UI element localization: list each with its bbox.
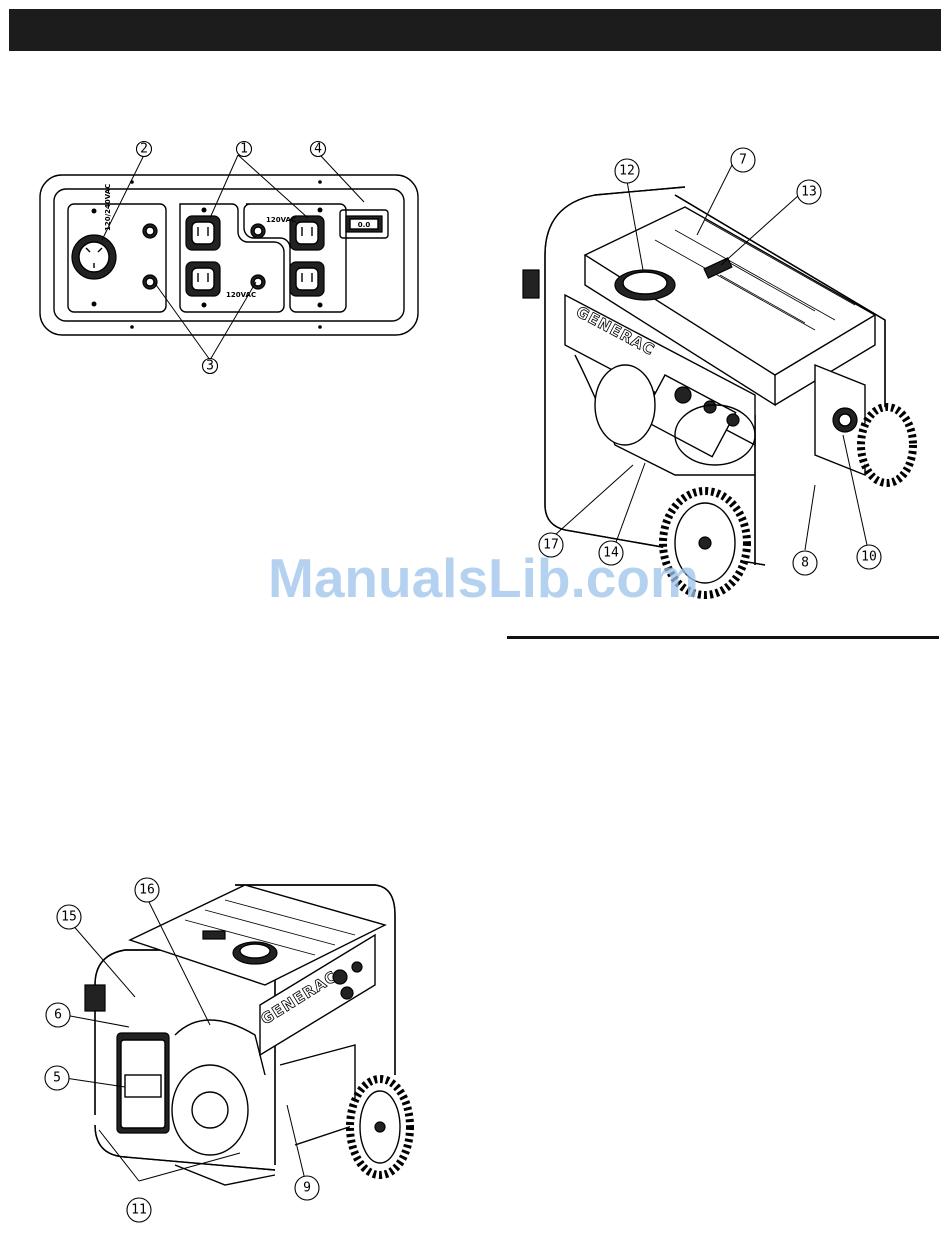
fuel-gauge [203, 931, 225, 939]
svg-text:15: 15 [61, 910, 77, 925]
watermark: ManualsLib.com [268, 546, 699, 610]
svg-text:9: 9 [303, 1181, 311, 1196]
duplex-outlet [186, 262, 220, 296]
callout-12: 12 [615, 159, 639, 183]
callout-16: 16 [135, 878, 159, 902]
callout-10: 10 [857, 545, 881, 569]
callout-1: 1 [237, 142, 252, 157]
svg-text:11: 11 [131, 1203, 147, 1218]
hour-meter-readout: 0.0 [358, 221, 371, 229]
svg-text:16: 16 [139, 883, 155, 898]
svg-text:1: 1 [240, 142, 248, 157]
callout-15: 15 [57, 905, 81, 929]
callout-7: 7 [731, 148, 755, 172]
callout-11: 11 [127, 1198, 151, 1222]
wheel-rear [861, 407, 913, 483]
svg-text:12: 12 [619, 164, 635, 179]
svg-text:10: 10 [861, 550, 877, 565]
duplex-outlet [290, 262, 324, 296]
outlet-label-upper: 120VAC [266, 216, 296, 224]
callout-8: 8 [793, 551, 817, 575]
svg-text:3: 3 [206, 359, 214, 374]
wheel [350, 1079, 410, 1175]
callout-13: 13 [797, 180, 821, 204]
control-panel-figure: 120/240VAC 120VAC 120VAC 0.0 2 1 4 3 [30, 130, 430, 380]
header-bar [9, 9, 941, 51]
callout-4: 4 [311, 142, 326, 157]
svg-text:4: 4 [314, 142, 322, 157]
section-divider [507, 636, 939, 639]
twist-lock-label: 120/240VAC [104, 184, 112, 231]
callout-3: 3 [203, 359, 218, 374]
twist-lock-receptacle [72, 235, 116, 279]
panel-screws [92, 180, 323, 329]
svg-text:5: 5 [53, 1071, 61, 1086]
handle-bracket [85, 985, 105, 1011]
svg-text:6: 6 [54, 1008, 62, 1023]
air-cleaner [117, 1033, 169, 1133]
svg-text:13: 13 [801, 185, 817, 200]
duplex-outlet [186, 216, 220, 250]
generator-front-figure: GENERAC 12 7 13 17 14 8 10 [515, 145, 935, 605]
generator-rear-figure: GENERAC 15 16 6 5 9 11 [35, 865, 425, 1235]
svg-text:2: 2 [140, 142, 148, 157]
fuel-cap [615, 270, 675, 300]
callout-6: 6 [46, 1003, 70, 1027]
svg-text:8: 8 [801, 556, 809, 571]
circuit-breaker-icon [143, 224, 157, 238]
callout-5: 5 [45, 1066, 69, 1090]
fuel-cap [233, 942, 277, 964]
circuit-breaker-icon [251, 224, 265, 238]
outlet-label-lower: 120VAC [226, 291, 256, 299]
svg-text:7: 7 [739, 153, 747, 168]
circuit-breaker-icon [143, 275, 157, 289]
callout-9: 9 [295, 1176, 319, 1200]
callout-2: 2 [137, 142, 152, 157]
hour-meter: 0.0 [340, 210, 388, 238]
handle-bracket [523, 270, 539, 298]
